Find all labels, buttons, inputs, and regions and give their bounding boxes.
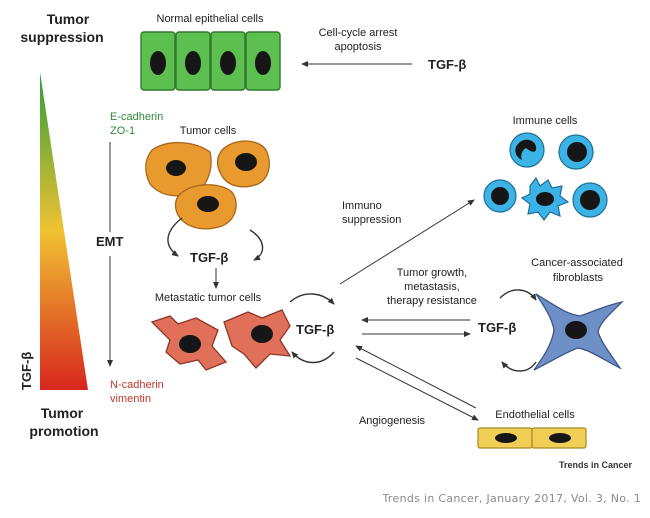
zo1-label: ZO-1 — [110, 125, 135, 137]
caf-label-line1: Cancer-associated — [531, 257, 623, 269]
tumor-loop-arrow-right — [249, 229, 264, 261]
tgf-axis-label: TGF-β — [19, 352, 34, 390]
center-loop-arrow-bottom — [291, 351, 335, 364]
tumor-loop-arrow-left — [167, 217, 183, 257]
journal-brand: Trends in Cancer — [559, 460, 633, 470]
tumor-cells-label: Tumor cells — [180, 125, 237, 137]
tumor-promotion-label-line1: Tumor — [41, 405, 84, 421]
immuno-label-line1: Immuno — [342, 200, 382, 212]
tgf-tumor-label: TGF-β — [190, 250, 228, 265]
tumor-cells — [145, 140, 270, 230]
arrow-to-immune-cells — [339, 199, 475, 285]
caf-loop-arrow-top — [499, 289, 537, 301]
endothelial-cells — [477, 427, 587, 449]
n-cadherin-label: N-cadherin — [110, 379, 164, 391]
tgf-right-label: TGF-β — [478, 320, 516, 335]
normal-cells-label: Normal epithelial cells — [157, 13, 264, 25]
growth-label-line2: metastasis, — [404, 281, 460, 293]
tumor-promotion-label-line2: promotion — [29, 423, 98, 439]
cell-cycle-label-line1: Cell-cycle arrest — [319, 27, 398, 39]
tgf-top-label: TGF-β — [428, 57, 466, 72]
center-loop-arrow-top — [289, 293, 335, 305]
angiogenesis-label: Angiogenesis — [359, 415, 426, 427]
figure-caption: Trends in Cancer, January 2017, Vol. 3, … — [382, 492, 641, 505]
emt-label: EMT — [96, 234, 124, 249]
arrow-endothelial-to-center — [355, 345, 477, 409]
immune-cells-label: Immune cells — [513, 115, 578, 127]
tgf-center-label: TGF-β — [296, 322, 334, 337]
growth-label-line1: Tumor growth, — [397, 267, 468, 279]
immuno-label-line2: suppression — [342, 214, 401, 226]
e-cadherin-label: E-cadherin — [110, 111, 163, 123]
tumor-suppression-label-line1: Tumor — [47, 11, 90, 27]
caf-loop-arrow-bottom — [501, 361, 537, 372]
tgf-gradient-triangle — [40, 72, 88, 390]
metastatic-cells-label: Metastatic tumor cells — [155, 292, 262, 304]
caf-label-line2: fibroblasts — [553, 272, 604, 284]
vimentin-label: vimentin — [110, 393, 151, 405]
cell-cycle-label-line2: apoptosis — [334, 41, 382, 53]
metastatic-cells — [150, 309, 292, 371]
growth-label-line3: therapy resistance — [387, 295, 477, 307]
arrow-center-to-endothelial — [355, 357, 479, 421]
endothelial-label: Endothelial cells — [495, 409, 575, 421]
immune-cells — [483, 132, 608, 221]
tumor-suppression-label-line2: suppression — [20, 29, 103, 45]
epithelial-cells — [140, 31, 281, 91]
fibroblast-cell — [533, 293, 625, 371]
